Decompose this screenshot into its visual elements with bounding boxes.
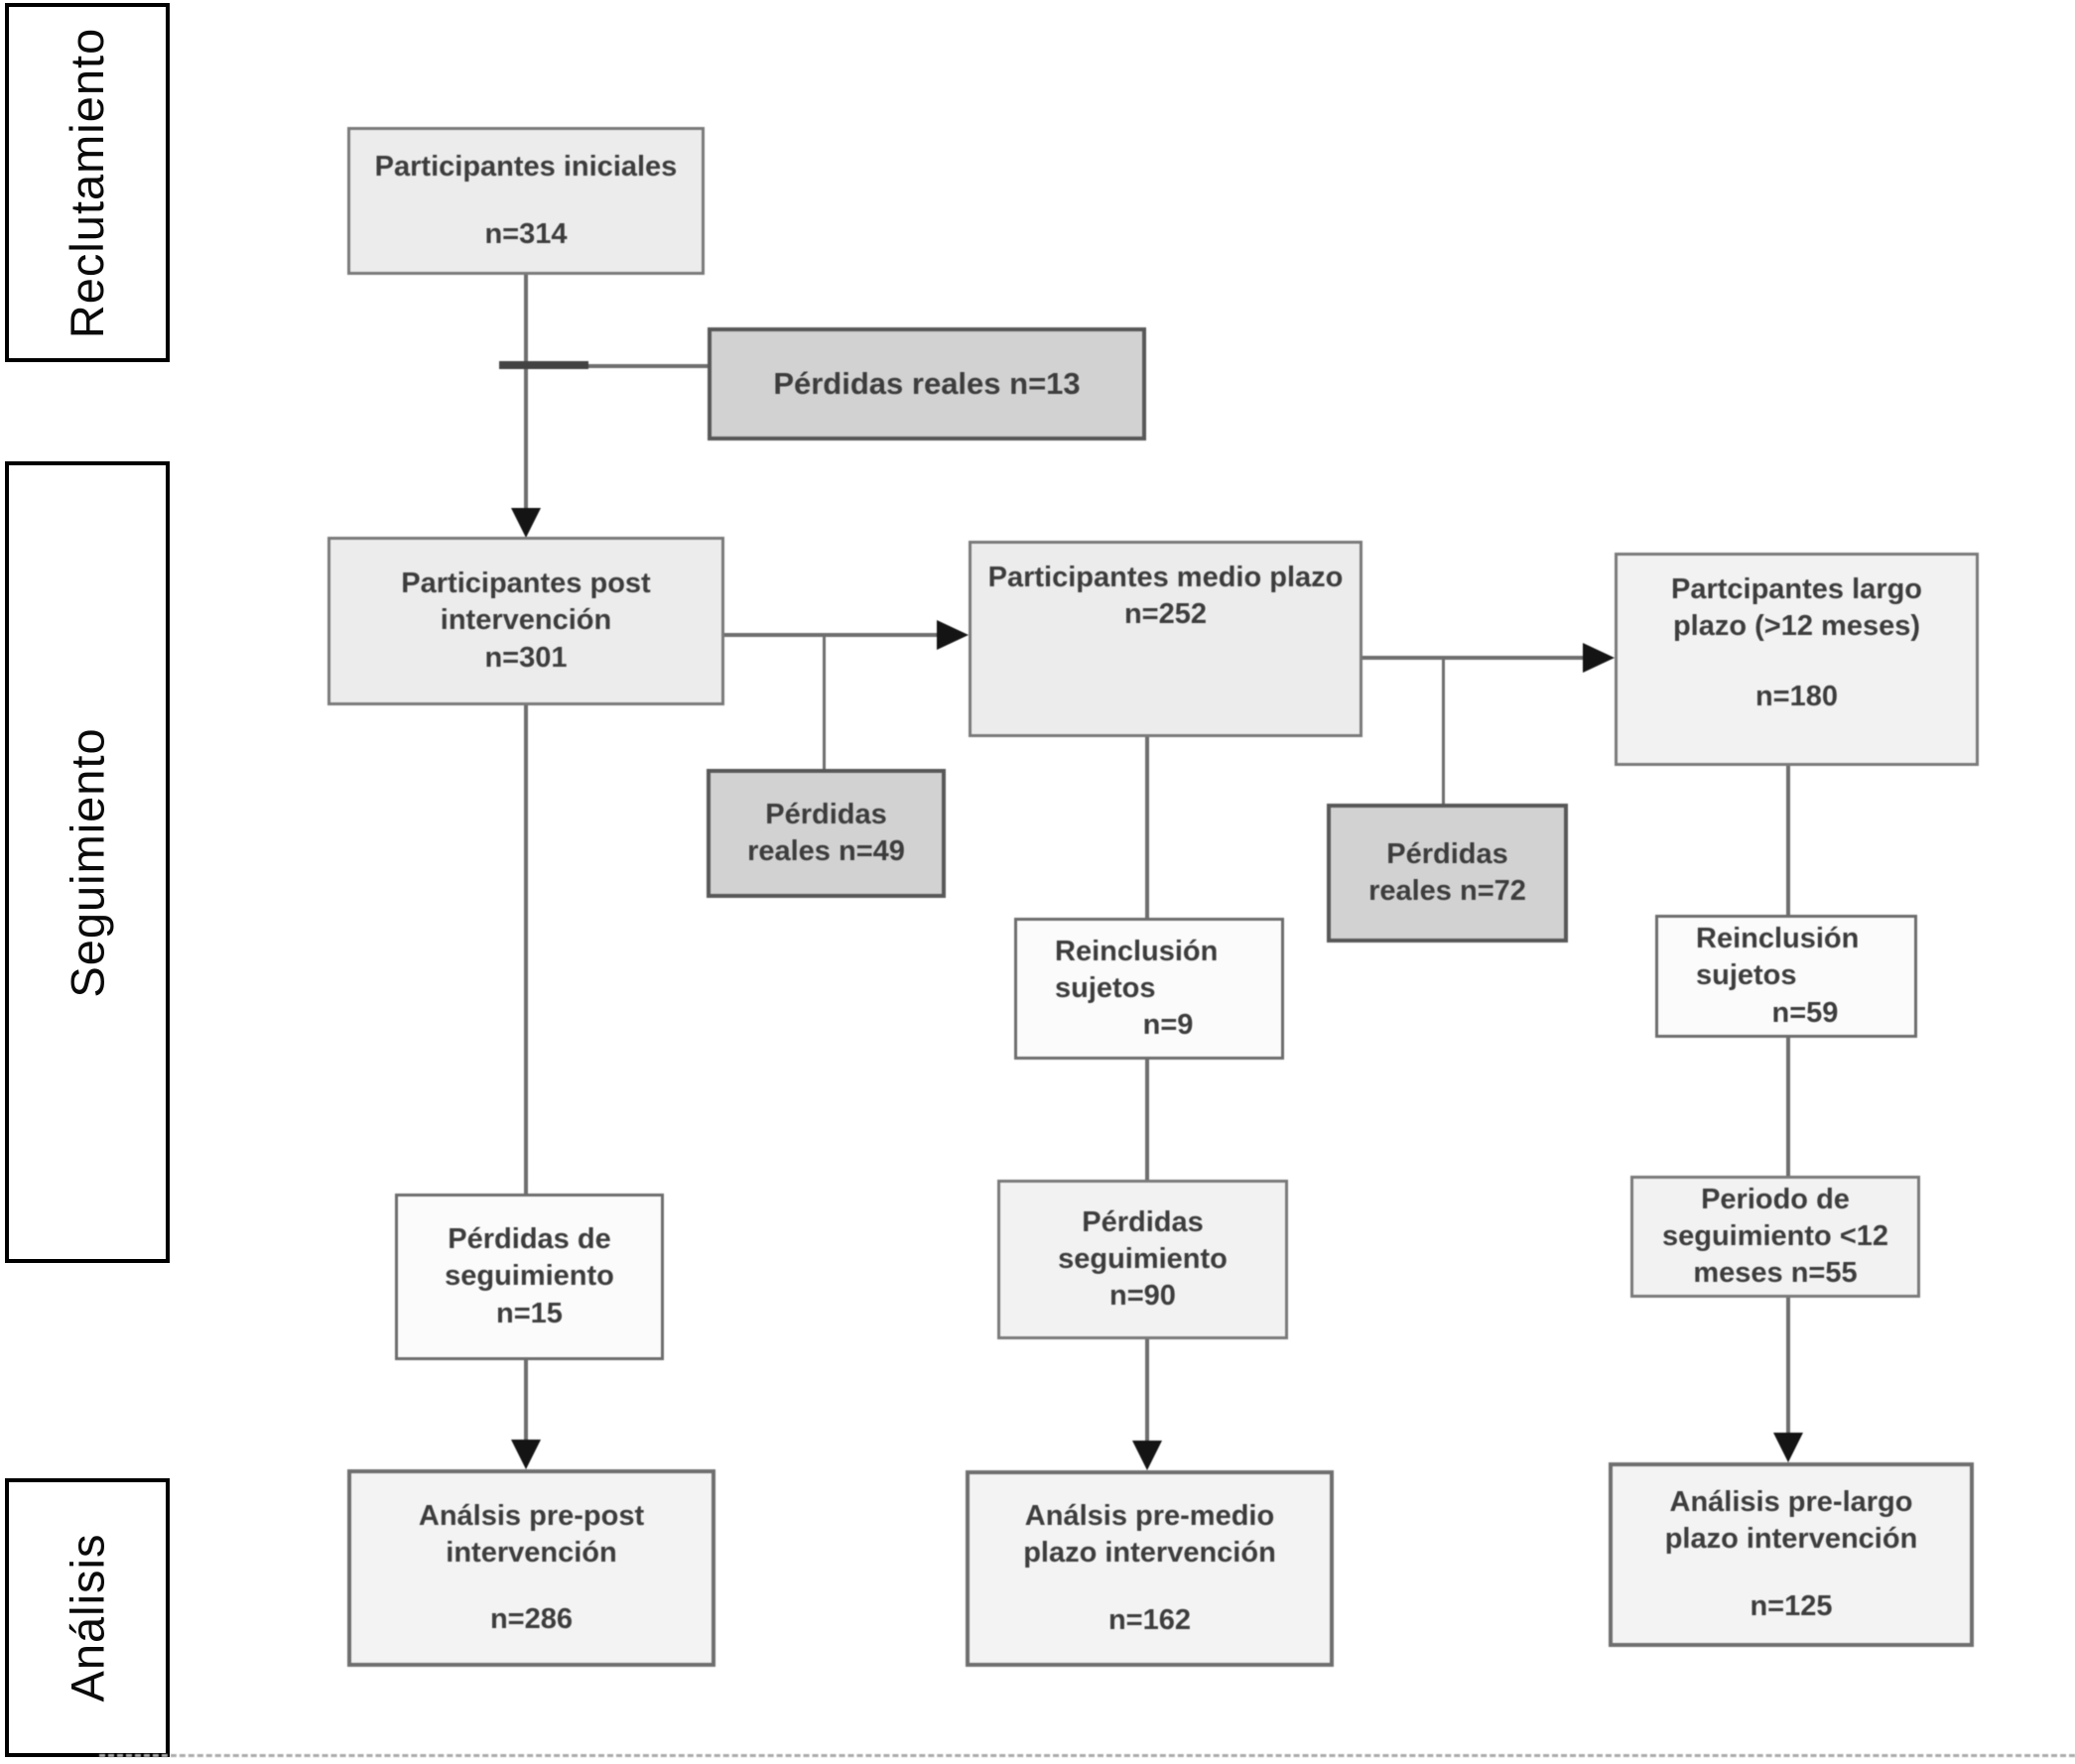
phase-panel-followup: Seguimiento <box>5 461 170 1263</box>
connector-iniciales-post <box>524 275 528 509</box>
node-periodo-seguimiento-55: Periodo de seguimiento <12 meses n=55 <box>1630 1176 1920 1298</box>
node-reinclusion-sujetos-9: Reinclusión sujetos n=9 <box>1014 918 1284 1060</box>
phase-panel-analysis: Análisis <box>5 1478 170 1757</box>
connector-reinclusion59-periodo <box>1786 1038 1790 1176</box>
arrowhead-right-icon <box>937 620 969 650</box>
connector-perdidas90-analisis <box>1145 1339 1149 1445</box>
node-participantes-post: Participantes post intervención n=301 <box>327 537 724 705</box>
arrowhead-down-icon <box>511 508 541 538</box>
connector-periodo-analisis <box>1786 1298 1790 1437</box>
connector-to-perdidas13 <box>526 364 708 368</box>
bottom-dashed-line <box>99 1754 2075 1757</box>
node-perdidas-seguimiento-90: Pérdidas seguimiento n=90 <box>997 1180 1288 1339</box>
connector-tick <box>499 361 588 369</box>
node-analisis-pre-post: Análsis pre-post intervención n=286 <box>347 1469 715 1667</box>
node-participantes-medio-plazo: Participantes medio plazo n=252 <box>969 541 1362 737</box>
connector-reinclusion9-perdidas90 <box>1145 1060 1149 1180</box>
connector-perdidas15-analisis <box>524 1360 528 1442</box>
connector-branch-perdidas72 <box>1442 656 1445 804</box>
node-participantes-iniciales: Participantes iniciales n=314 <box>347 127 705 275</box>
arrowhead-down-icon <box>511 1440 541 1469</box>
connector-largo-reinclusion59 <box>1786 766 1790 915</box>
node-analisis-pre-medio: Análsis pre-medio plazo intervención n=1… <box>966 1470 1334 1667</box>
connector-branch-perdidas49 <box>823 633 826 769</box>
connector-post-perdidas15 <box>524 705 528 1194</box>
node-reinclusion-sujetos-59: Reinclusión sujetos n=59 <box>1655 915 1917 1038</box>
node-participantes-largo-plazo: Partcipantes largo plazo (>12 meses) n=1… <box>1615 553 1979 766</box>
node-analisis-pre-largo: Análisis pre-largo plazo intervención n=… <box>1609 1462 1974 1647</box>
node-perdidas-reales-72: Pérdidas reales n=72 <box>1327 804 1568 943</box>
arrowhead-right-icon <box>1583 643 1615 673</box>
connector-medio-reinclusion9 <box>1145 737 1149 918</box>
connector-medio-largo <box>1362 656 1587 660</box>
connector-post-medio <box>724 633 943 637</box>
arrowhead-down-icon <box>1132 1441 1162 1470</box>
phase-panel-recruitment: Reclutamiento <box>5 3 170 362</box>
node-perdidas-reales-49: Pérdidas reales n=49 <box>707 769 946 898</box>
node-perdidas-reales-13: Pérdidas reales n=13 <box>708 327 1146 441</box>
node-perdidas-seguimiento-15: Pérdidas de seguimiento n=15 <box>395 1194 664 1360</box>
arrowhead-down-icon <box>1773 1433 1803 1462</box>
